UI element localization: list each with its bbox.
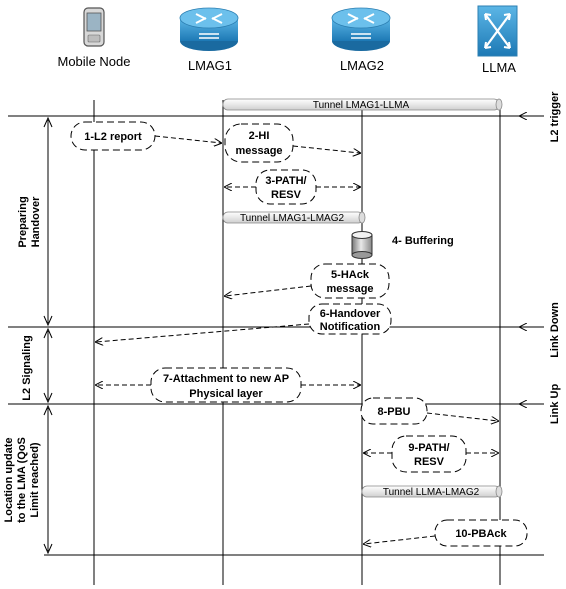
msg-4-buffering: 4- Buffering xyxy=(392,235,454,247)
msg-6-bubble xyxy=(308,303,392,335)
msg-3-label-line2: RESV xyxy=(271,189,302,201)
phase-label-preparing: Preparing Handover xyxy=(17,196,42,248)
router-icon xyxy=(179,7,239,51)
msg-10-label: 10-PBAck xyxy=(455,528,507,540)
msg-5-label-line1: 5-HAck xyxy=(331,269,370,281)
msg-6-label-line2: Notification xyxy=(320,321,381,333)
phase-label-l2-signaling: L2 Signaling xyxy=(21,335,33,400)
msg-7-label-line1: 7-Attachment to new AP xyxy=(163,373,289,385)
msg-9-label-line1: 9-PATH/ xyxy=(408,442,449,454)
msg-5-bubble xyxy=(310,263,390,299)
msg-5-arrow xyxy=(225,285,312,296)
buffer-cylinder-icon xyxy=(351,231,373,259)
phase-bracket-preparing xyxy=(43,116,53,327)
tunnel-lmag1-llma: Tunnel LMAG1-LLMA xyxy=(222,98,503,111)
msg-8-bubble xyxy=(360,397,428,425)
msg-2-bubble xyxy=(224,123,294,163)
phase-label-location-line2: to the LMA (QoS xyxy=(16,437,28,523)
llma-label: LLMA xyxy=(482,60,516,75)
tunnel-lmag1-lmag2-label: Tunnel LMAG1-LMAG2 xyxy=(240,213,345,224)
phone-icon xyxy=(83,7,105,47)
msg-1-arrow xyxy=(154,135,221,143)
msg-6-arrow xyxy=(96,323,310,342)
tunnel-llma-lmag2: Tunnel LLMA-LMAG2 xyxy=(361,485,503,498)
tunnel-lmag1-llma-label: Tunnel LMAG1-LLMA xyxy=(313,100,410,111)
msg-2-arrow xyxy=(292,145,360,153)
phase-label-preparing-line2: Handover xyxy=(30,196,42,247)
msg-5-label-line2: message xyxy=(326,283,373,295)
phase-label-preparing-line1: Preparing xyxy=(17,196,29,247)
msg-9-bubble xyxy=(391,435,467,473)
lmag2-label: LMAG2 xyxy=(340,58,384,73)
msg-8-arrow xyxy=(426,412,498,421)
phase-bracket-location-update xyxy=(43,404,53,555)
phase-label-location-line3: Limit reached) xyxy=(29,442,41,518)
trigger-label-link-up: Link Up xyxy=(549,384,561,425)
switch-icon xyxy=(477,5,518,57)
trigger-label-link-down: Link Down xyxy=(549,302,561,358)
trigger-label-l2-trigger: L2 trigger xyxy=(549,91,561,142)
msg-2-label-line1: 2-HI xyxy=(249,130,270,142)
msg-7-label-line2: Physical layer xyxy=(189,388,263,400)
msg-9-label-line2: RESV xyxy=(414,456,445,468)
mobile-node-label: Mobile Node xyxy=(58,54,131,69)
msg-3-label-line1: 3-PATH/ xyxy=(265,175,306,187)
msg-6-label-line1: 6-Handover xyxy=(320,308,381,320)
phase-bracket-l2-signaling xyxy=(43,327,53,404)
msg-1-label: 1-L2 report xyxy=(84,131,142,143)
tunnel-llma-lmag2-label: Tunnel LLMA-LMAG2 xyxy=(383,487,480,498)
msg-10-arrow xyxy=(364,535,436,544)
lmag1-label: LMAG1 xyxy=(188,58,232,73)
tunnel-lmag1-lmag2: Tunnel LMAG1-LMAG2 xyxy=(222,211,366,224)
msg-8-label: 8-PBU xyxy=(377,406,410,418)
phase-label-location-update: Location update to the LMA (QoS Limit re… xyxy=(3,437,41,523)
msg-2-label-line2: message xyxy=(235,145,282,157)
phase-label-location-line1: Location update xyxy=(3,438,15,523)
msg-10-bubble xyxy=(434,519,528,547)
router-icon xyxy=(331,7,391,51)
